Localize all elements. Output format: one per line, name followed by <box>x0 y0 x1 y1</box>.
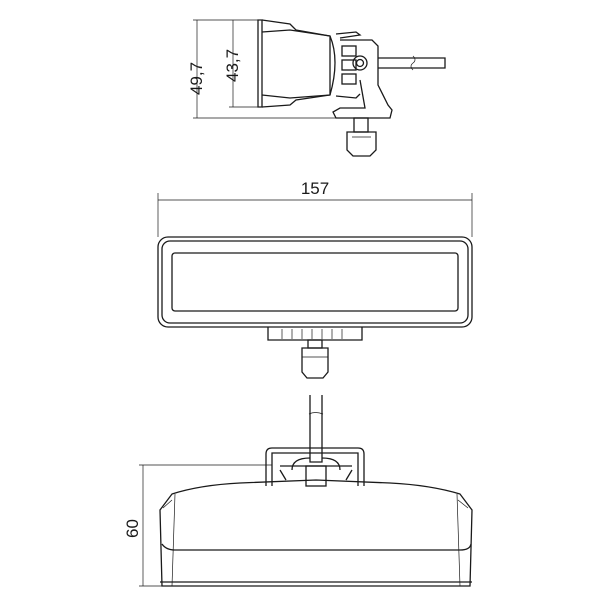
dimension-label-157: 157 <box>301 179 329 198</box>
dimension-label-49-7: 49,7 <box>187 62 206 95</box>
cable <box>309 395 323 463</box>
dimension-label-43-7: 43,7 <box>223 49 242 82</box>
nut <box>346 131 377 157</box>
bottom-view: 60 <box>123 395 473 587</box>
front-view: 157 <box>157 179 473 379</box>
lamp-housing <box>157 236 473 328</box>
lamp-housing-bottom <box>159 479 473 587</box>
lens <box>171 252 459 312</box>
cable <box>378 57 446 69</box>
side-view: 49,7 43,7 <box>187 19 446 157</box>
bolt <box>353 117 369 133</box>
dimension-label-60: 60 <box>123 519 142 538</box>
